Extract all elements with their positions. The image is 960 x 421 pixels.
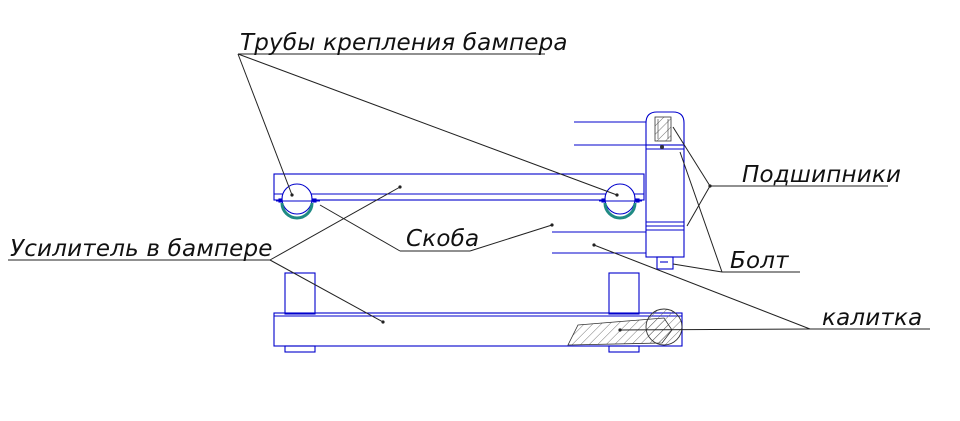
leader-lines <box>8 53 930 332</box>
reference-lines <box>552 121 646 254</box>
label-reinforcement: Усилитель в бампере <box>10 236 273 262</box>
label-gate: калитка <box>822 305 922 331</box>
hinge-assembly <box>645 111 685 270</box>
left-tube-circle <box>276 183 320 220</box>
upper-bumper-bar <box>273 173 645 201</box>
label-tubes: Трубы крепления бампера <box>240 30 568 56</box>
right-tube-circle <box>599 183 642 220</box>
label-bearings: Подшипники <box>742 162 901 188</box>
label-bracket: Скоба <box>406 226 479 252</box>
label-bolt: Болт <box>730 248 789 274</box>
